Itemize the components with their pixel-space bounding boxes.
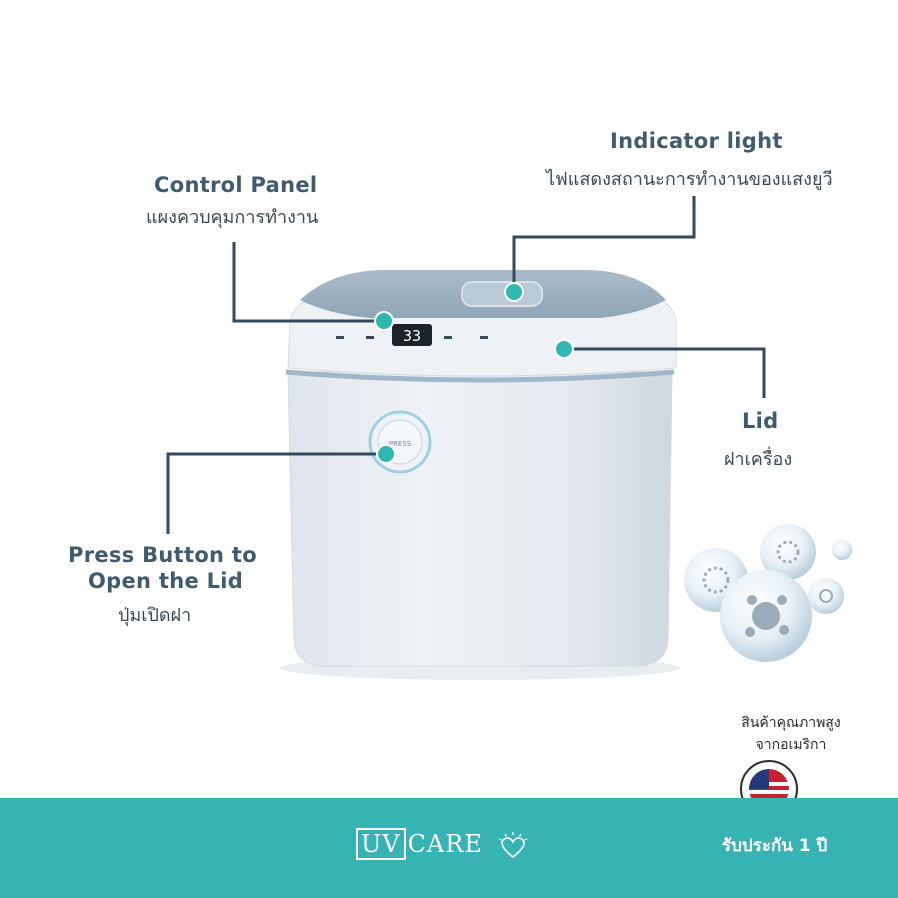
- callout-line-indicator: [512, 196, 696, 292]
- callout-dot-indicator: [504, 282, 524, 302]
- press-title-line-1: Press Button to: [68, 543, 257, 567]
- display-readout: 33: [403, 327, 421, 345]
- indicator-window: [461, 281, 543, 307]
- control-panel-title: Control Panel: [154, 173, 318, 197]
- device-body: [287, 371, 673, 667]
- heart-sparkle-icon: [498, 831, 527, 858]
- lid-subtitle: ฝาเครื่อง: [724, 449, 793, 470]
- panel-key-2[interactable]: [366, 336, 374, 339]
- panel-key-1[interactable]: [336, 336, 344, 339]
- callout-dot-press: [376, 444, 396, 464]
- lid-title: Lid: [742, 409, 779, 433]
- indicator-subtitle: ไฟแสดงสถานะการทำงานของแสงยูวี: [546, 169, 833, 190]
- quality-note: สินค้าคุณภาพสูง จากอเมริกา: [716, 712, 866, 756]
- indicator-title: Indicator light: [610, 129, 783, 153]
- press-title-line-2: Open the Lid: [88, 569, 244, 593]
- press-button-label: PRESS: [389, 440, 412, 448]
- control-panel-subtitle: แผงควบคุมการทำงาน: [146, 207, 319, 228]
- germ-bubble-icon: [684, 524, 852, 662]
- panel-key-4[interactable]: [480, 336, 488, 339]
- callout-dot-control: [374, 311, 394, 331]
- quality-line-1: สินค้าคุณภาพสูง: [741, 715, 841, 731]
- control-panel-display: [392, 324, 432, 346]
- warranty-text: รับประกัน 1 ปี: [722, 836, 828, 856]
- callout-dot-lid: [554, 339, 574, 359]
- callout-line-control: [232, 242, 384, 323]
- panel-key-3[interactable]: [444, 336, 452, 339]
- press-subtitle: ปุ่มเปิดฝา: [118, 605, 192, 626]
- brand-care: CARE: [407, 830, 483, 858]
- footer-bar: [0, 798, 898, 898]
- quality-line-2: จากอเมริกา: [755, 737, 827, 753]
- callout-line-lid: [564, 347, 766, 398]
- brand-uv: UV: [356, 828, 406, 860]
- callout-line-press: [166, 452, 386, 534]
- lid-seam: [285, 369, 675, 383]
